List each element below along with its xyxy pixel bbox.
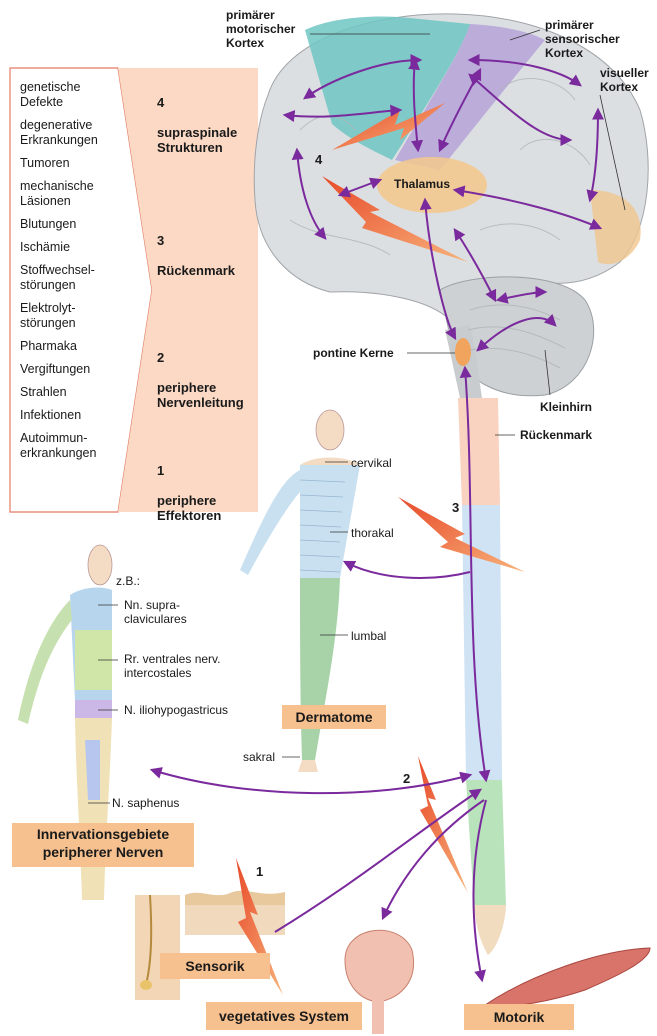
dermatome-cervical-label: cervikal [351, 456, 392, 470]
thalamus-label: Thalamus [394, 177, 451, 191]
cause-item: Stoffwechsel- störungen [20, 263, 95, 292]
level-label: periphere Effektoren [157, 493, 222, 523]
sensory-cortex-text: primärer sensorischer Kortex [545, 18, 620, 60]
cause-list: genetische Defekte degenerative Erkranku… [20, 80, 138, 461]
marker-4: 4 [315, 152, 323, 167]
nerve-iliohypogastric-label: N. iliohypogastricus [124, 703, 229, 717]
dermatome-box: Dermatome [282, 705, 386, 729]
cause-item: Infektionen [20, 408, 82, 422]
pontine-nuclei-label: pontine Kerne [313, 346, 394, 360]
level-label: supraspinale Strukturen [157, 125, 238, 155]
cause-item: degenerative Erkrankungen [20, 118, 98, 147]
cerebellum-label: Kleinhirn [540, 400, 593, 414]
level-number: 3 [157, 233, 165, 248]
motor-cortex-label: primärer motorischer Kortex [226, 8, 296, 50]
dermatome-lumbar-label: lumbal [351, 629, 387, 643]
cause-item: Autoimmun- erkrankungen [20, 431, 97, 460]
example-label: z.B.: [116, 574, 141, 588]
nerve-supraclavicular-label: Nn. supra- claviculares [124, 598, 187, 626]
level-number: 1 [157, 463, 165, 478]
cause-item: Vergiftungen [20, 362, 91, 376]
nerve-saphenus-label: N. saphenus [112, 796, 180, 810]
marker-1: 1 [256, 864, 264, 879]
muscle-illustration [483, 947, 651, 1007]
vegetative-system-box: vegetatives System [206, 1002, 362, 1030]
brain-illustration [253, 13, 649, 398]
level-2: 2 periphere Nervenleitung [157, 335, 244, 425]
bladder-illustration [344, 929, 414, 1034]
sensorik-box: Sensorik [160, 953, 270, 979]
level-number: 4 [157, 95, 165, 110]
cause-item: Blutungen [20, 217, 77, 231]
marker-2: 2 [403, 771, 411, 786]
marker-3: 3 [452, 500, 460, 515]
level-panel-bg [118, 68, 258, 512]
spinal-cord-label: Rückenmark [520, 428, 593, 442]
level-label: Rückenmark [157, 263, 236, 278]
level-1: 1 periphere Effektoren [157, 448, 221, 538]
sensory-cortex-label: primärer sensorischer Kortex [545, 4, 620, 60]
level-label: periphere Nervenleitung [157, 380, 244, 410]
dermatome-thoracic-label: thorakal [351, 526, 394, 540]
level-number: 2 [157, 350, 165, 365]
cause-item: Tumoren [20, 156, 70, 170]
cause-item: genetische Defekte [20, 80, 81, 109]
skin-illustration [135, 890, 285, 1000]
leader-lines [88, 29, 626, 804]
pathway-arrows [149, 54, 604, 983]
cause-item: Strahlen [20, 385, 67, 399]
cause-item: Elektrolyt- störungen [20, 301, 76, 330]
cause-item: Pharmaka [20, 339, 77, 353]
level-3: 3 Rückenmark [157, 218, 235, 293]
spinal-cord [458, 398, 506, 955]
visual-cortex-label: visueller Kortex [600, 66, 649, 94]
nerve-intercostal-label: Rr. ventrales nerv. intercostales [124, 652, 221, 680]
cause-item: mechanische Läsionen [20, 179, 94, 208]
motorik-box: Motorik [464, 1004, 574, 1030]
dermatome-sacral-label: sakral [243, 750, 276, 764]
innervation-box: Innervationsgebiete peripherer Nerven [12, 823, 194, 867]
cause-item: Ischämie [20, 240, 71, 254]
level-4: 4 supraspinale Strukturen [157, 80, 237, 170]
